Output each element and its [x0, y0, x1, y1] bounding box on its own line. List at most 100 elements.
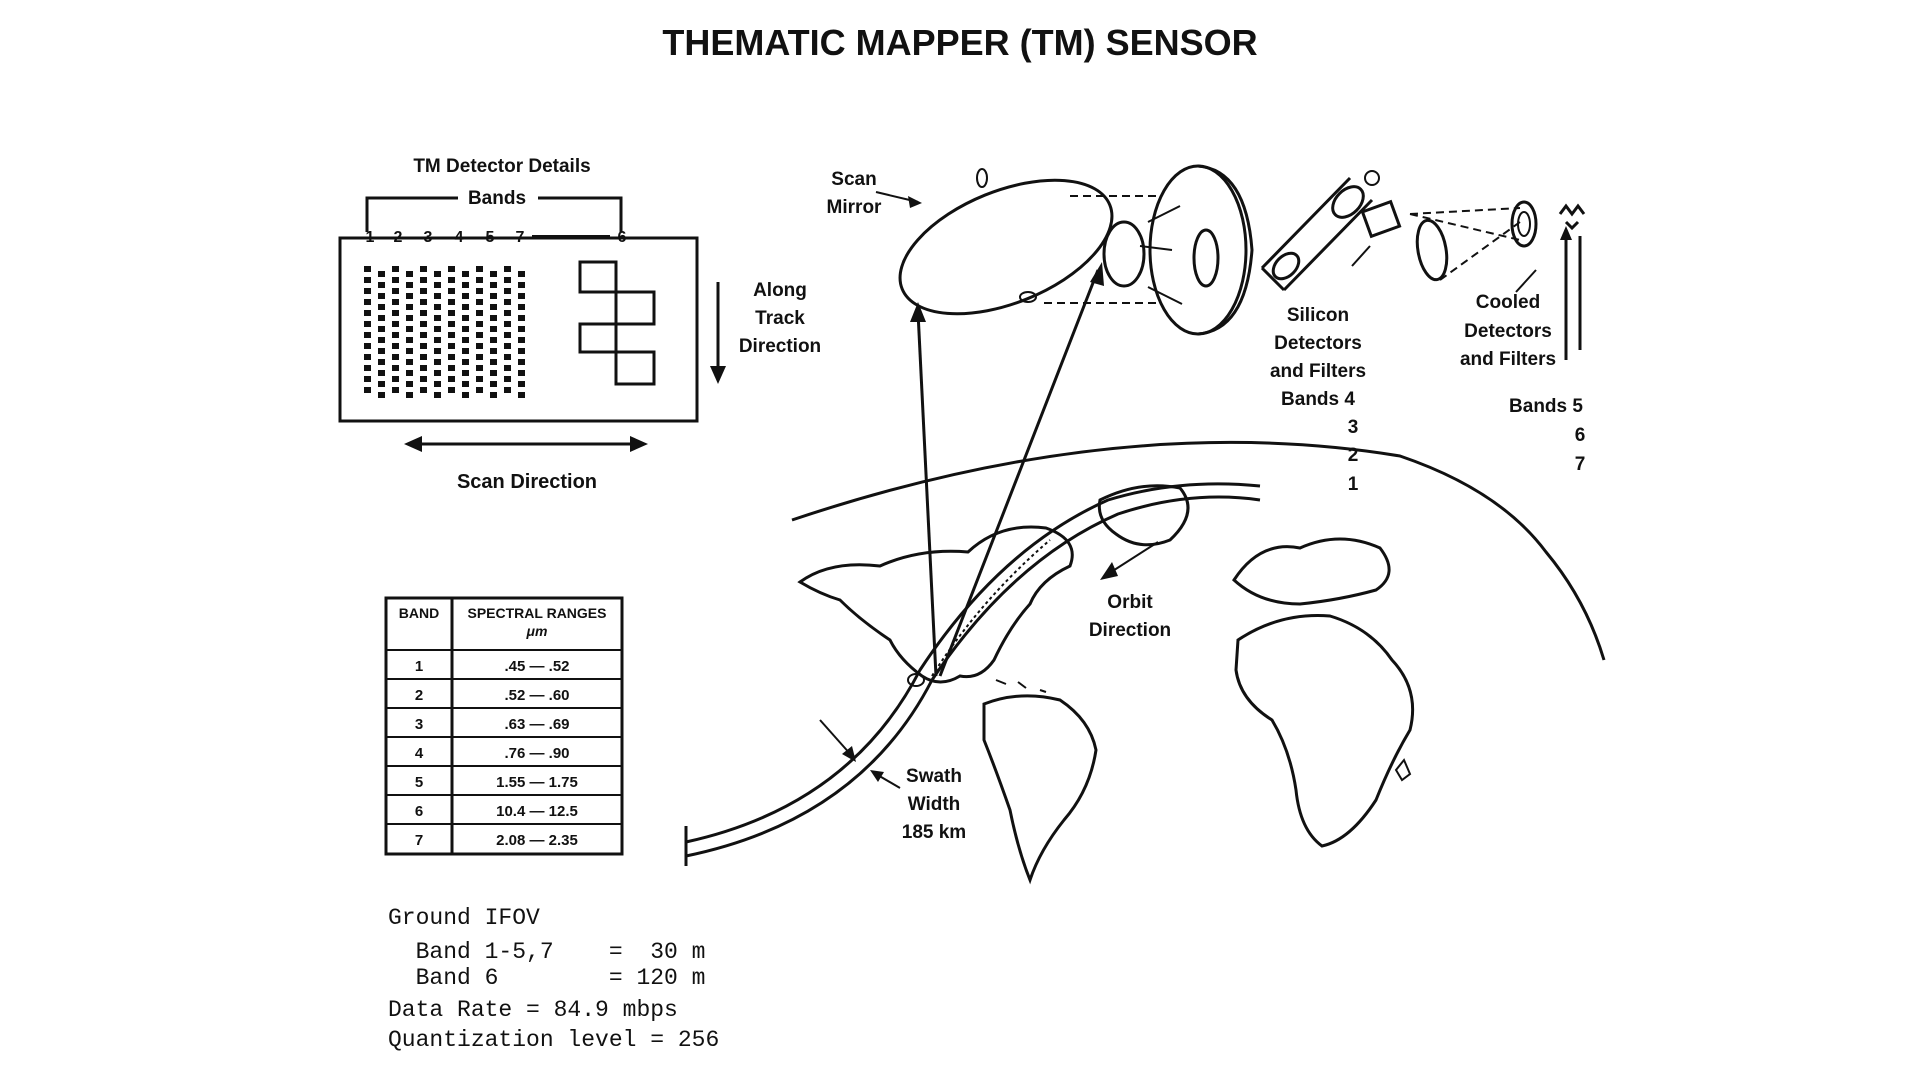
detector-dot	[504, 343, 511, 349]
detector-dot	[392, 354, 399, 360]
detector-dot	[448, 354, 455, 360]
orbit-direction-label: Orbit	[1107, 592, 1153, 613]
detector-dot	[434, 381, 441, 387]
silicon-detectors	[1360, 199, 1402, 239]
cooled-dewar	[1510, 200, 1538, 248]
table-header-spectral: SPECTRAL RANGES	[468, 605, 607, 621]
detector-dot	[434, 337, 441, 343]
scan-mirror-label: Scan	[831, 169, 876, 190]
detector-dot	[476, 277, 483, 283]
detector-dot	[518, 304, 525, 310]
detector-dot	[434, 359, 441, 365]
detector-dot	[392, 343, 399, 349]
detector-dot	[448, 288, 455, 294]
detector-dot	[448, 365, 455, 371]
detector-dot	[462, 293, 469, 299]
detector-dot	[490, 392, 497, 398]
detector-dot	[490, 282, 497, 288]
detector-dot	[462, 348, 469, 354]
detector-dot	[406, 381, 413, 387]
detector-dot	[378, 293, 385, 299]
detector-dot	[392, 288, 399, 294]
detector-dot	[420, 387, 427, 393]
detector-dot	[406, 326, 413, 332]
detector-dot	[406, 337, 413, 343]
detector-dot	[504, 277, 511, 283]
detector-dot	[448, 332, 455, 338]
spectral-table: BAND SPECTRAL RANGES μm 1.45 — .522.52 —…	[384, 596, 624, 856]
table-cell-range: .76 — .90	[504, 745, 569, 762]
page-title: THEMATIC MAPPER (TM) SENSOR	[662, 22, 1257, 63]
detector-dot	[406, 293, 413, 299]
detector-dot	[476, 332, 483, 338]
detector-dot	[504, 354, 511, 360]
detector-dot	[476, 299, 483, 305]
detector-dot	[420, 332, 427, 338]
detector-dot	[364, 354, 371, 360]
table-cell-range: .52 — .60	[504, 687, 569, 704]
detector-dot	[448, 343, 455, 349]
table-cell-band: 4	[415, 745, 424, 762]
detector-dot	[434, 282, 441, 288]
detector-dot	[364, 266, 371, 272]
table-cell-band: 1	[415, 658, 423, 675]
cooled-detectors	[1558, 203, 1586, 231]
detector-dot	[434, 348, 441, 354]
silicon-label: 1	[1348, 474, 1359, 495]
detector-dot	[518, 271, 525, 277]
detector-dot	[378, 271, 385, 277]
spec-line: Ground IFOV	[388, 905, 540, 931]
detector-dot	[420, 266, 427, 272]
table-cell-range: .63 — .69	[504, 716, 569, 733]
detector-dot	[420, 288, 427, 294]
swath-hatch	[931, 539, 1051, 677]
detector-dot	[476, 343, 483, 349]
table-rows: 1.45 — .522.52 — .603.63 — .694.76 — .90…	[386, 649, 622, 849]
detector-dot	[364, 343, 371, 349]
detector-dot	[364, 321, 371, 327]
detector-dot	[518, 392, 525, 398]
sight-line-ground	[916, 311, 938, 677]
silicon-label: 3	[1348, 417, 1359, 438]
detector-dot	[518, 293, 525, 299]
detector-details: TM Detector Details Bands 1 2 3 4 5 7 6 …	[338, 156, 821, 493]
detector-dot	[378, 359, 385, 365]
cooled-label: Cooled	[1476, 292, 1540, 313]
detector-dot	[462, 359, 469, 365]
table-cell-band: 5	[415, 774, 423, 791]
table-cell-range: .45 — .52	[504, 658, 569, 675]
detector-dot	[518, 326, 525, 332]
detector-dot	[420, 376, 427, 382]
scan-direction-label: Scan Direction	[457, 471, 597, 493]
bands-bracket	[365, 196, 623, 232]
table-cell-band: 7	[415, 832, 423, 849]
table-header-band: BAND	[399, 605, 439, 621]
silicon-label: Silicon	[1287, 305, 1349, 326]
detector-dot	[490, 370, 497, 376]
africa	[1234, 614, 1415, 848]
cooled-label: 7	[1575, 454, 1586, 475]
silicon-label: Detectors	[1274, 333, 1362, 354]
detector-dot	[434, 271, 441, 277]
detector-dot	[448, 387, 455, 393]
detector-dot	[378, 326, 385, 332]
detector-dot	[392, 376, 399, 382]
earth-globe: Orbit Direction Swath Width 185 km	[684, 262, 1606, 885]
detector-dot	[518, 381, 525, 387]
detector-dot	[378, 315, 385, 321]
detector-dot	[462, 337, 469, 343]
detector-dot	[490, 381, 497, 387]
bands-label: Bands	[468, 188, 526, 209]
detector-dot	[490, 304, 497, 310]
detector-dot	[476, 310, 483, 316]
detector-dot	[364, 277, 371, 283]
detector-dot	[476, 376, 483, 382]
along-track-arrowhead	[710, 366, 726, 384]
detector-heading: TM Detector Details	[413, 156, 590, 177]
detector-dot	[462, 381, 469, 387]
silicon-label: Bands 4	[1281, 389, 1355, 410]
spec-line: Band 6 = 120 m	[388, 965, 705, 991]
detector-dot	[476, 365, 483, 371]
detector-dot	[364, 332, 371, 338]
silicon-detector-dots	[364, 266, 525, 398]
